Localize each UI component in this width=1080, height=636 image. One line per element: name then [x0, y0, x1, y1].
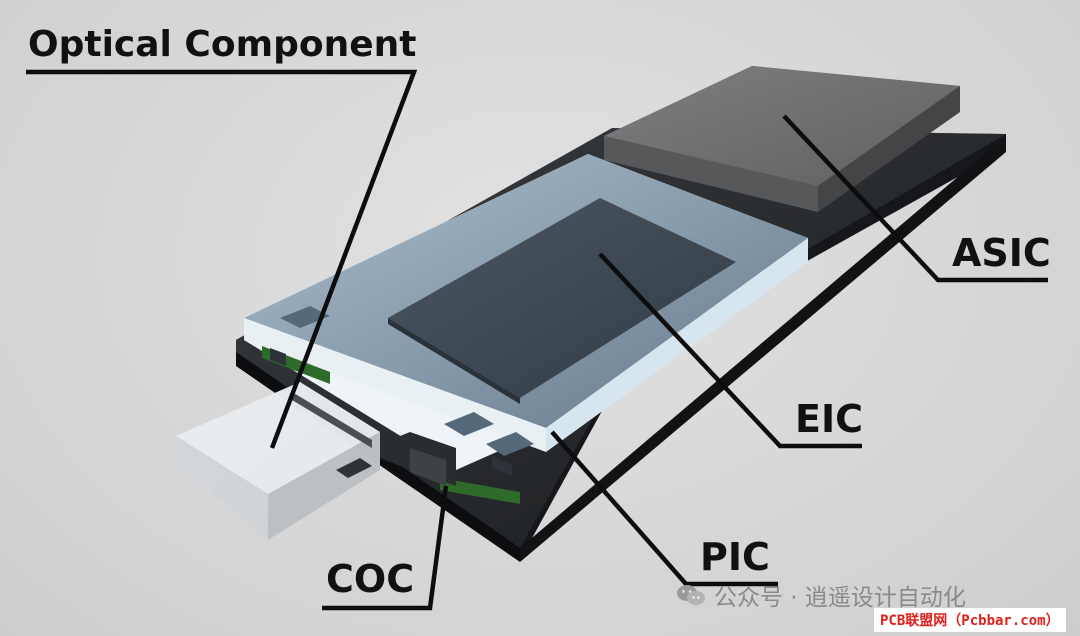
- label-pic: PIC: [700, 535, 770, 579]
- wechat-icon: [676, 583, 706, 607]
- coc-chip: [380, 432, 456, 486]
- asic-chip: [604, 66, 960, 212]
- label-asic: ASIC: [952, 231, 1051, 275]
- leader-optical: [26, 69, 418, 449]
- leader-eic: [598, 252, 862, 449]
- watermark: 公众号 · 逍遥设计自动化: [676, 578, 966, 612]
- source-badge: PCB联盟网（Pcbbar.com）: [874, 608, 1066, 632]
- leader-lines: [26, 69, 1048, 611]
- label-eic: EIC: [795, 397, 863, 441]
- leader-asic: [782, 114, 1048, 283]
- leader-coc: [322, 485, 449, 611]
- watermark-text: 公众号 · 逍遥设计自动化: [714, 585, 966, 611]
- label-coc: COC: [326, 557, 414, 601]
- eic-chip: [388, 198, 736, 404]
- leader-pic: [550, 430, 778, 587]
- label-optical-component: Optical Component: [28, 24, 416, 65]
